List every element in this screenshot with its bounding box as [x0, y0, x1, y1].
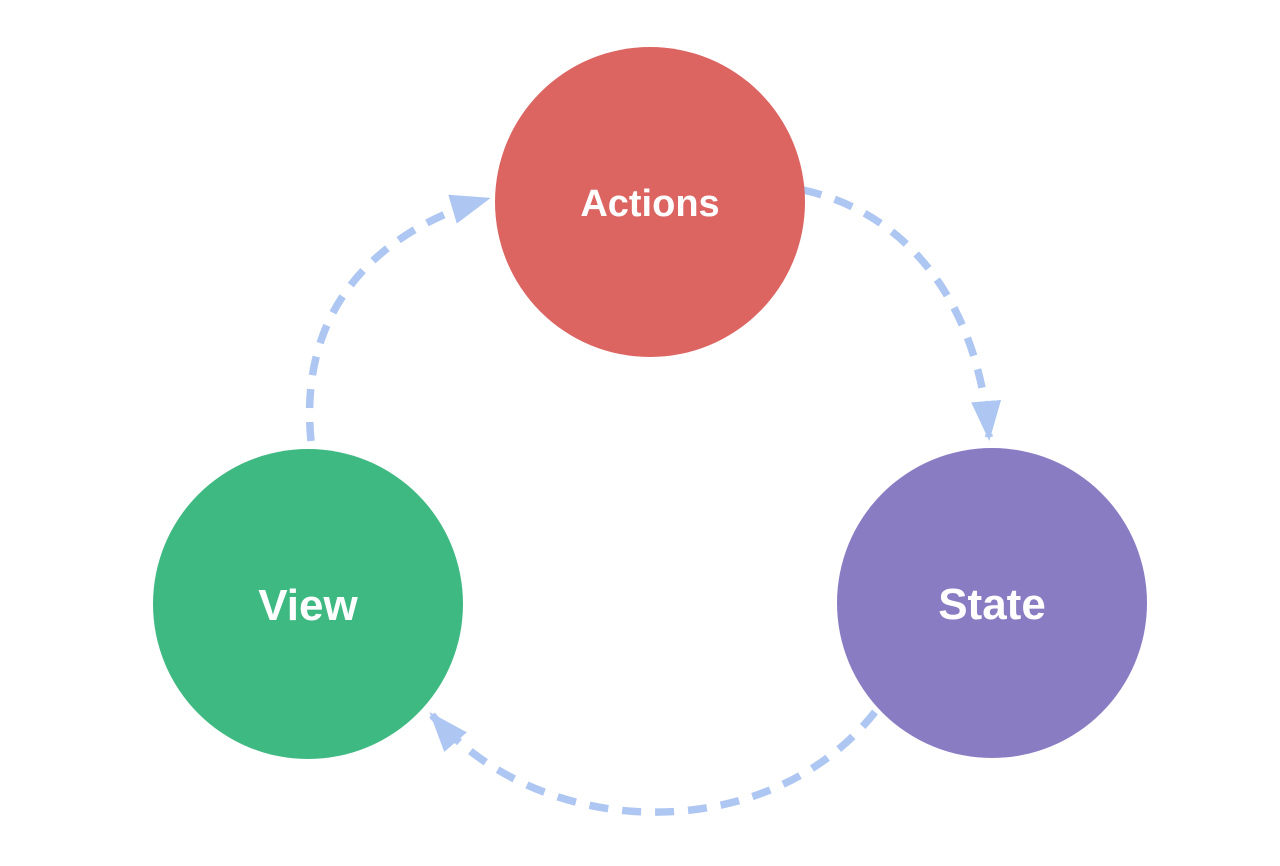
node-state-label: State	[938, 580, 1046, 629]
node-state-circle	[837, 448, 1147, 758]
arrow-actions-to-state	[802, 186, 1002, 441]
node-actions: Actions	[495, 47, 805, 357]
node-state: State	[837, 448, 1147, 758]
arrow-view-to-actions	[305, 194, 491, 442]
arrow-state-to-view	[429, 709, 878, 816]
node-view: View	[153, 449, 463, 759]
node-actions-label: Actions	[580, 183, 719, 225]
node-view-label: View	[258, 581, 358, 630]
node-view-circle	[153, 449, 463, 759]
node-actions-circle	[495, 47, 805, 357]
